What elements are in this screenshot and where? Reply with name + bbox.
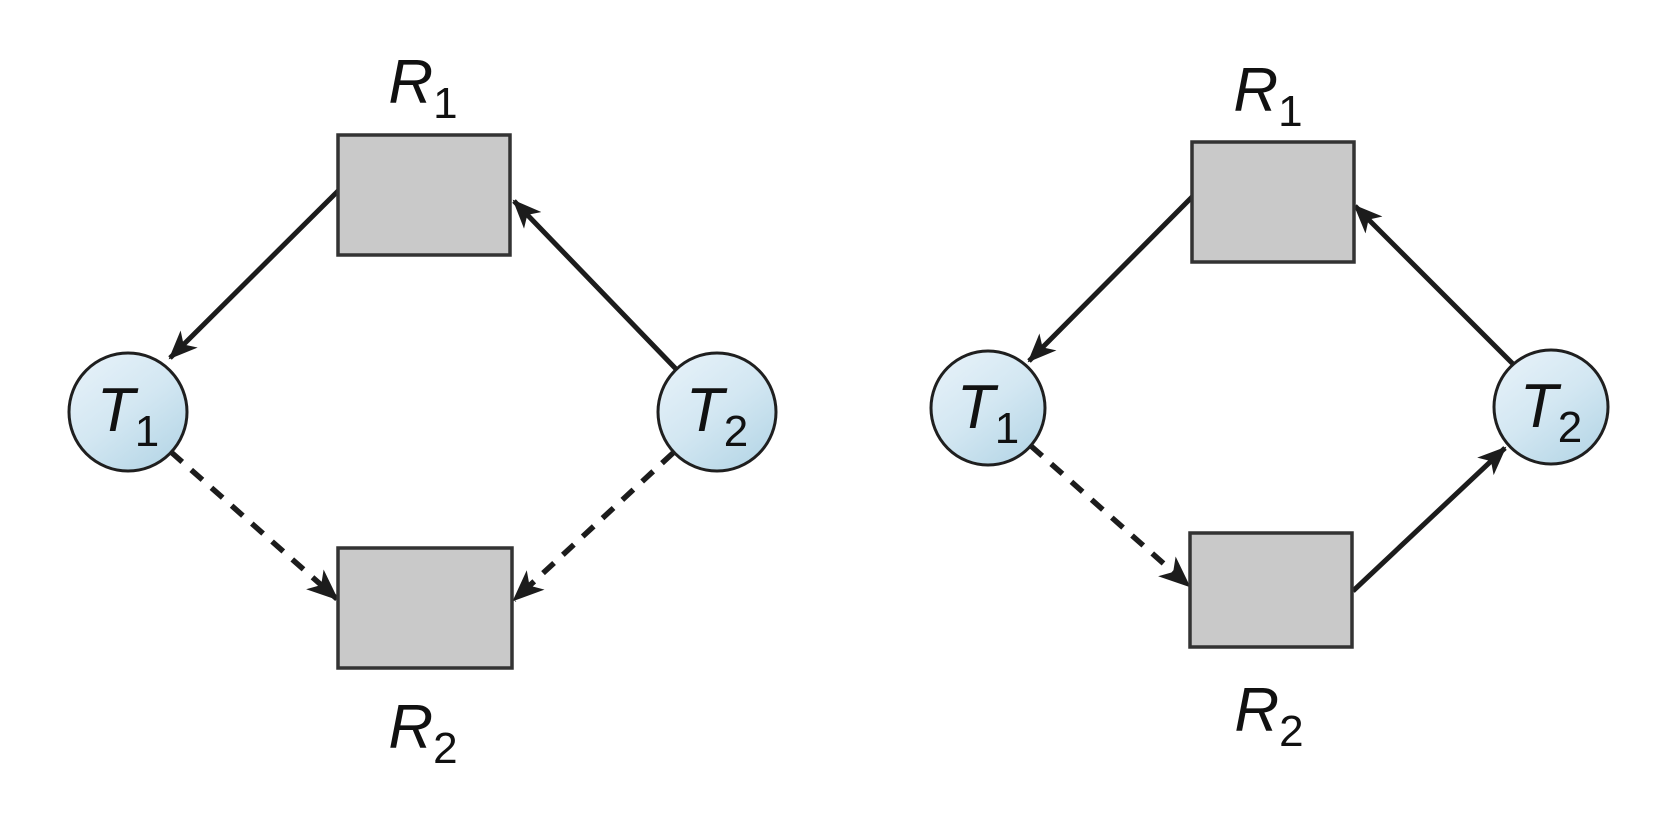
left-edge-t2-to-r2-dashed bbox=[512, 450, 675, 603]
right-edge-r1-to-t1-solid bbox=[1027, 194, 1195, 363]
right-resource-node-r2 bbox=[1188, 531, 1354, 649]
left-graph: R1 R2 T1 T2 bbox=[67, 48, 778, 773]
right-transaction-label-t1: T1 bbox=[957, 373, 1019, 453]
right-transaction-label-t2: T2 bbox=[1520, 372, 1582, 452]
left-edge-t1-to-r2-dashed bbox=[169, 449, 339, 602]
left-transaction-label-t2: T2 bbox=[686, 376, 748, 456]
left-transaction-label-t1: T1 bbox=[97, 376, 159, 456]
right-edge-r2-to-t2-solid bbox=[1351, 446, 1507, 593]
right-resource-label-r1: R1 bbox=[1233, 56, 1302, 136]
left-edge-t2-to-r1-solid bbox=[512, 199, 678, 371]
right-transaction-node-t1 bbox=[929, 349, 1047, 467]
left-resource-label-r2: R2 bbox=[388, 693, 457, 773]
right-resource-label-r2: R2 bbox=[1234, 676, 1303, 756]
left-transaction-node-t1 bbox=[67, 351, 189, 473]
right-graph: R1 R2 T1 T2 bbox=[929, 56, 1610, 756]
left-transaction-node-t2 bbox=[656, 351, 778, 473]
right-resource-node-r1 bbox=[1190, 140, 1356, 264]
left-resource-node-r1 bbox=[336, 133, 512, 257]
left-edge-r1-to-t1-solid bbox=[168, 187, 342, 360]
right-edge-t2-to-r1-solid bbox=[1353, 204, 1515, 366]
right-edge-t1-to-r2-dashed bbox=[1029, 443, 1191, 589]
left-resource-label-r1: R1 bbox=[388, 48, 457, 128]
left-resource-node-r2 bbox=[336, 546, 514, 670]
right-transaction-node-t2 bbox=[1492, 348, 1610, 466]
